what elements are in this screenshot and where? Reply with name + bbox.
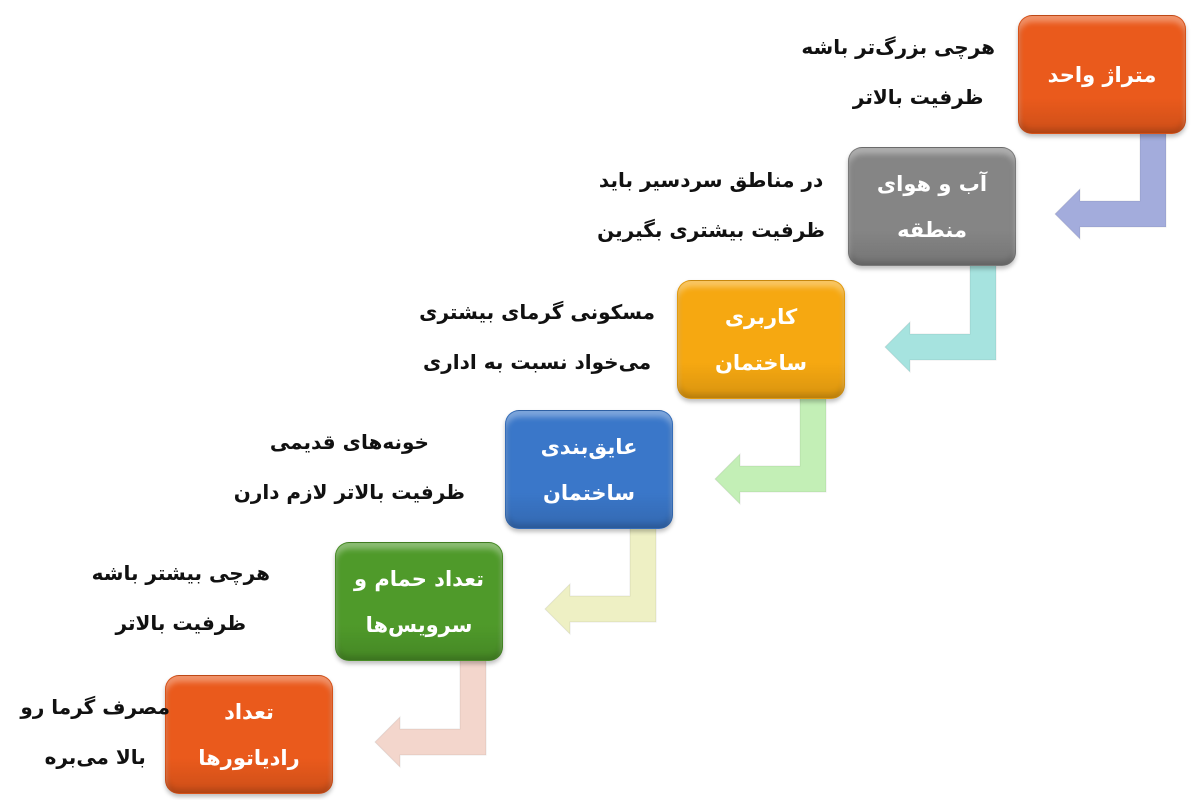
note-line: بالا می‌بره bbox=[44, 745, 146, 769]
elbow-arrow bbox=[714, 396, 827, 506]
note-line: ظرفیت بالاتر bbox=[115, 611, 247, 635]
step-box-unit-area: متراژ واحد bbox=[1018, 15, 1186, 134]
step-title: رادیاتورها bbox=[198, 745, 300, 770]
note-line: خونه‌های قدیمی bbox=[269, 430, 429, 454]
step-note-unit-area: هرچی بزرگ‌تر باشه ظرفیت بالاتر bbox=[801, 22, 995, 122]
step-note-bathrooms: هرچی بیشتر باشه ظرفیت بالاتر bbox=[92, 548, 270, 648]
step-title: عایق‌بندی bbox=[540, 434, 638, 459]
elbow-arrow bbox=[1054, 131, 1167, 241]
step-note-building-use: مسکونی گرمای بیشتری می‌خواد نسبت به ادار… bbox=[419, 287, 655, 387]
note-line: ظرفیت بالاتر لازم دارن bbox=[233, 480, 465, 504]
step-title: سرویس‌ها bbox=[365, 612, 473, 637]
step-box-insulation: عایق‌بندی ساختمان bbox=[505, 410, 673, 529]
step-title: آب و هوای bbox=[876, 171, 988, 196]
elbow-arrow bbox=[544, 526, 657, 636]
step-box-bathrooms: تعداد حمام و سرویس‌ها bbox=[335, 542, 503, 661]
note-line: ظرفیت بیشتری بگیرین bbox=[597, 218, 825, 242]
elbow-arrow bbox=[374, 659, 487, 769]
step-box-radiators: تعداد رادیاتورها bbox=[165, 675, 333, 794]
note-line: مصرف گرما رو bbox=[20, 695, 170, 719]
step-title: ساختمان bbox=[714, 350, 808, 375]
step-title: تعداد حمام و bbox=[354, 566, 485, 591]
step-box-building-use: کاربری ساختمان bbox=[677, 280, 845, 399]
step-note-insulation: خونه‌های قدیمی ظرفیت بالاتر لازم دارن bbox=[234, 417, 465, 517]
note-line: هرچی بزرگ‌تر باشه bbox=[801, 35, 995, 59]
note-line: ظرفیت بالاتر bbox=[852, 85, 984, 109]
step-box-climate: آب و هوای منطقه bbox=[848, 147, 1016, 266]
note-line: می‌خواد نسبت به اداری bbox=[422, 350, 652, 374]
step-title: تعداد bbox=[224, 699, 274, 724]
step-note-climate: در مناطق سردسیر باید ظرفیت بیشتری بگیرین bbox=[597, 155, 825, 255]
note-line: مسکونی گرمای بیشتری bbox=[419, 300, 655, 324]
note-line: هرچی بیشتر باشه bbox=[91, 561, 270, 585]
step-title: ساختمان bbox=[542, 480, 636, 505]
step-title: متراژ واحد bbox=[1047, 62, 1157, 87]
step-title: کاربری bbox=[724, 304, 798, 329]
step-title: منطقه bbox=[897, 217, 967, 242]
note-line: در مناطق سردسیر باید bbox=[598, 168, 824, 192]
elbow-arrow bbox=[884, 264, 997, 374]
step-note-radiators: مصرف گرما رو بالا می‌بره bbox=[20, 682, 170, 782]
